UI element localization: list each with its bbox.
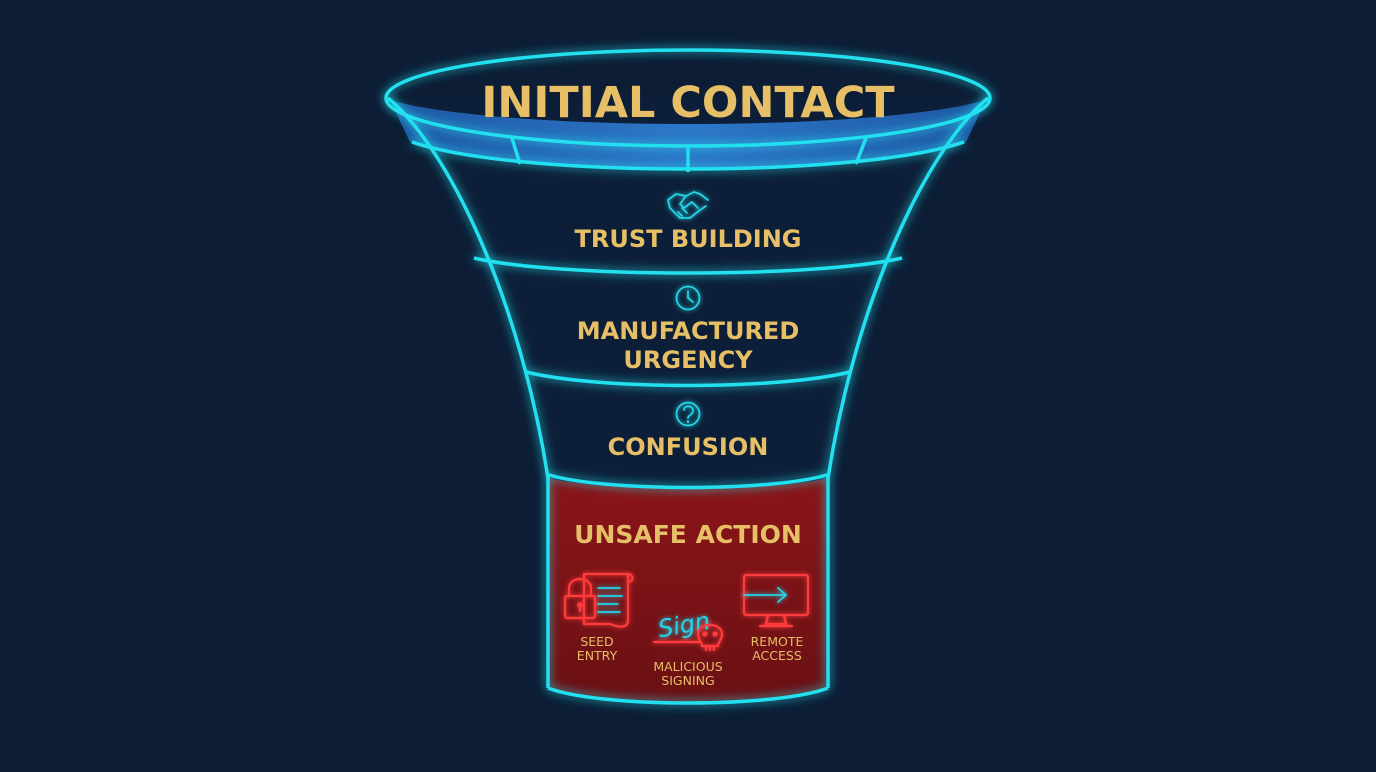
stage-unsafe-action: UNSAFE ACTION [574, 520, 802, 549]
unsafe-action-zone [548, 478, 828, 703]
action-seed-entry-line2: ENTRY [577, 648, 618, 663]
funnel-outline [384, 48, 992, 705]
stage-manufactured-urgency-line1: MANUFACTURED [577, 317, 800, 345]
action-malicious-signing-line2: SIGNING [661, 673, 714, 688]
action-remote-access-line1: REMOTE [751, 634, 804, 649]
funnel-body [388, 98, 988, 703]
stage-initial-contact: INITIAL CONTACT [481, 78, 895, 128]
stage-confusion: CONFUSION [608, 433, 769, 461]
monitor-arrow-icon [742, 573, 810, 628]
action-malicious-signing-line1: MALICIOUS [653, 659, 722, 674]
stage-manufactured-urgency-line2: URGENCY [623, 346, 753, 374]
action-seed-entry-line1: SEED [580, 634, 613, 649]
rim-band [390, 100, 986, 168]
action-remote-access-line2: ACCESS [752, 648, 802, 663]
lock-document-icon [563, 572, 634, 628]
clock-icon [675, 285, 701, 311]
handshake-icon [667, 191, 709, 219]
stage-trust-building: TRUST BUILDING [575, 225, 802, 253]
question-icon [675, 401, 701, 427]
